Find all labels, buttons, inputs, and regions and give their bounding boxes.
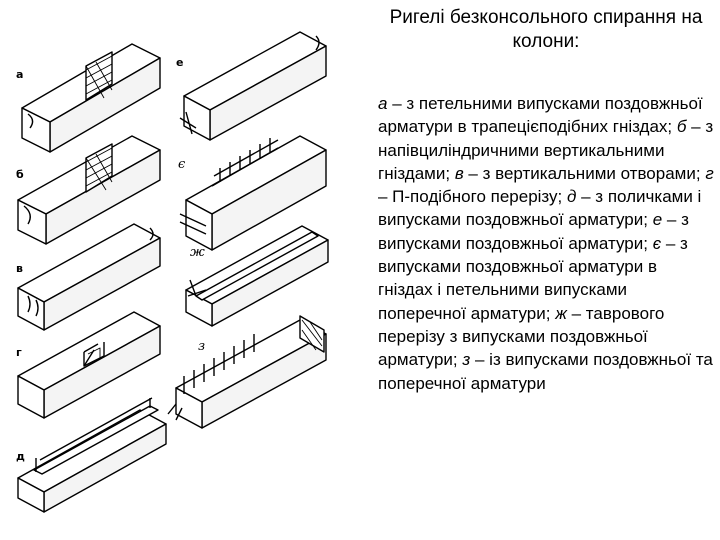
caption-item: є – з випусками поздовжньої арматури в г…	[378, 234, 688, 323]
beam-ye-drawing	[179, 135, 327, 251]
caption-list: а – з петельними випусками поздовжньої а…	[378, 92, 716, 395]
label-zh: ж	[190, 245, 205, 260]
label-ye: є	[178, 157, 186, 172]
caption-item: ж – таврового перерізу з випусками поздо…	[378, 304, 664, 370]
beam-d-drawing	[17, 397, 167, 513]
label-v-left: в	[16, 262, 23, 275]
caption-letter: д	[567, 187, 577, 207]
caption-text: – із випусками поздовжньої та поперечної…	[378, 350, 713, 393]
caption-item: з – із випусками поздовжньої та поперечн…	[378, 350, 713, 392]
caption-letter: в	[454, 163, 464, 183]
beam-illustrations: а б в г д е є ж з	[16, 31, 329, 513]
beam-v-left-drawing	[17, 223, 161, 331]
caption-text: – таврового перерізу з випусками поздовж…	[378, 303, 665, 370]
page-title: Ригелі безконсольного спирання на колони…	[389, 7, 703, 52]
caption-letter: б	[676, 117, 687, 137]
caption-letter: з	[462, 350, 471, 370]
label-e: е	[176, 56, 183, 69]
caption-text: – з вертикальними отворами;	[463, 163, 701, 183]
label-d: д	[16, 450, 25, 463]
beam-g-drawing	[17, 311, 161, 419]
caption-item: г – П-подібного перерізу;	[378, 164, 714, 206]
caption-letter: є	[652, 233, 662, 253]
label-a: а	[16, 68, 23, 81]
caption-item: а – з петельними випусками поздовжньої а…	[378, 94, 703, 136]
label-g: г	[16, 346, 22, 359]
caption-item: в – з вертикальними отворами;	[455, 164, 701, 183]
caption-text: – з поличками і випусками поздовжньої ар…	[378, 187, 702, 230]
caption-letter: е	[652, 210, 663, 230]
caption-item: е – з випусками поздовжньої арматури;	[378, 210, 689, 252]
caption-text: – з напівциліндричними вертикальними гні…	[378, 117, 714, 183]
caption-text: – з петельними випусками поздовжньої арм…	[378, 94, 703, 137]
caption-item: д – з поличками і випусками поздовжньої …	[378, 187, 701, 229]
caption-text: – з випусками поздовжньої арматури;	[378, 210, 689, 253]
caption-item: б – з напівциліндричними вертикальними г…	[378, 117, 713, 183]
label-z: з	[198, 339, 205, 354]
beam-zh-drawing	[185, 225, 329, 327]
beam-v-right-drawing	[179, 31, 327, 141]
beam-b-drawing	[17, 135, 161, 245]
caption-text: – з випусками поздовжньої арматури в гні…	[378, 233, 688, 323]
caption-letter: ж	[555, 303, 567, 323]
beam-a-drawing	[21, 43, 161, 153]
caption-text: – П-подібного перерізу;	[378, 187, 563, 207]
caption-letter: а	[378, 94, 388, 113]
label-b: б	[16, 168, 24, 181]
caption-letter: г	[705, 163, 714, 183]
beam-z-drawing	[167, 315, 327, 429]
